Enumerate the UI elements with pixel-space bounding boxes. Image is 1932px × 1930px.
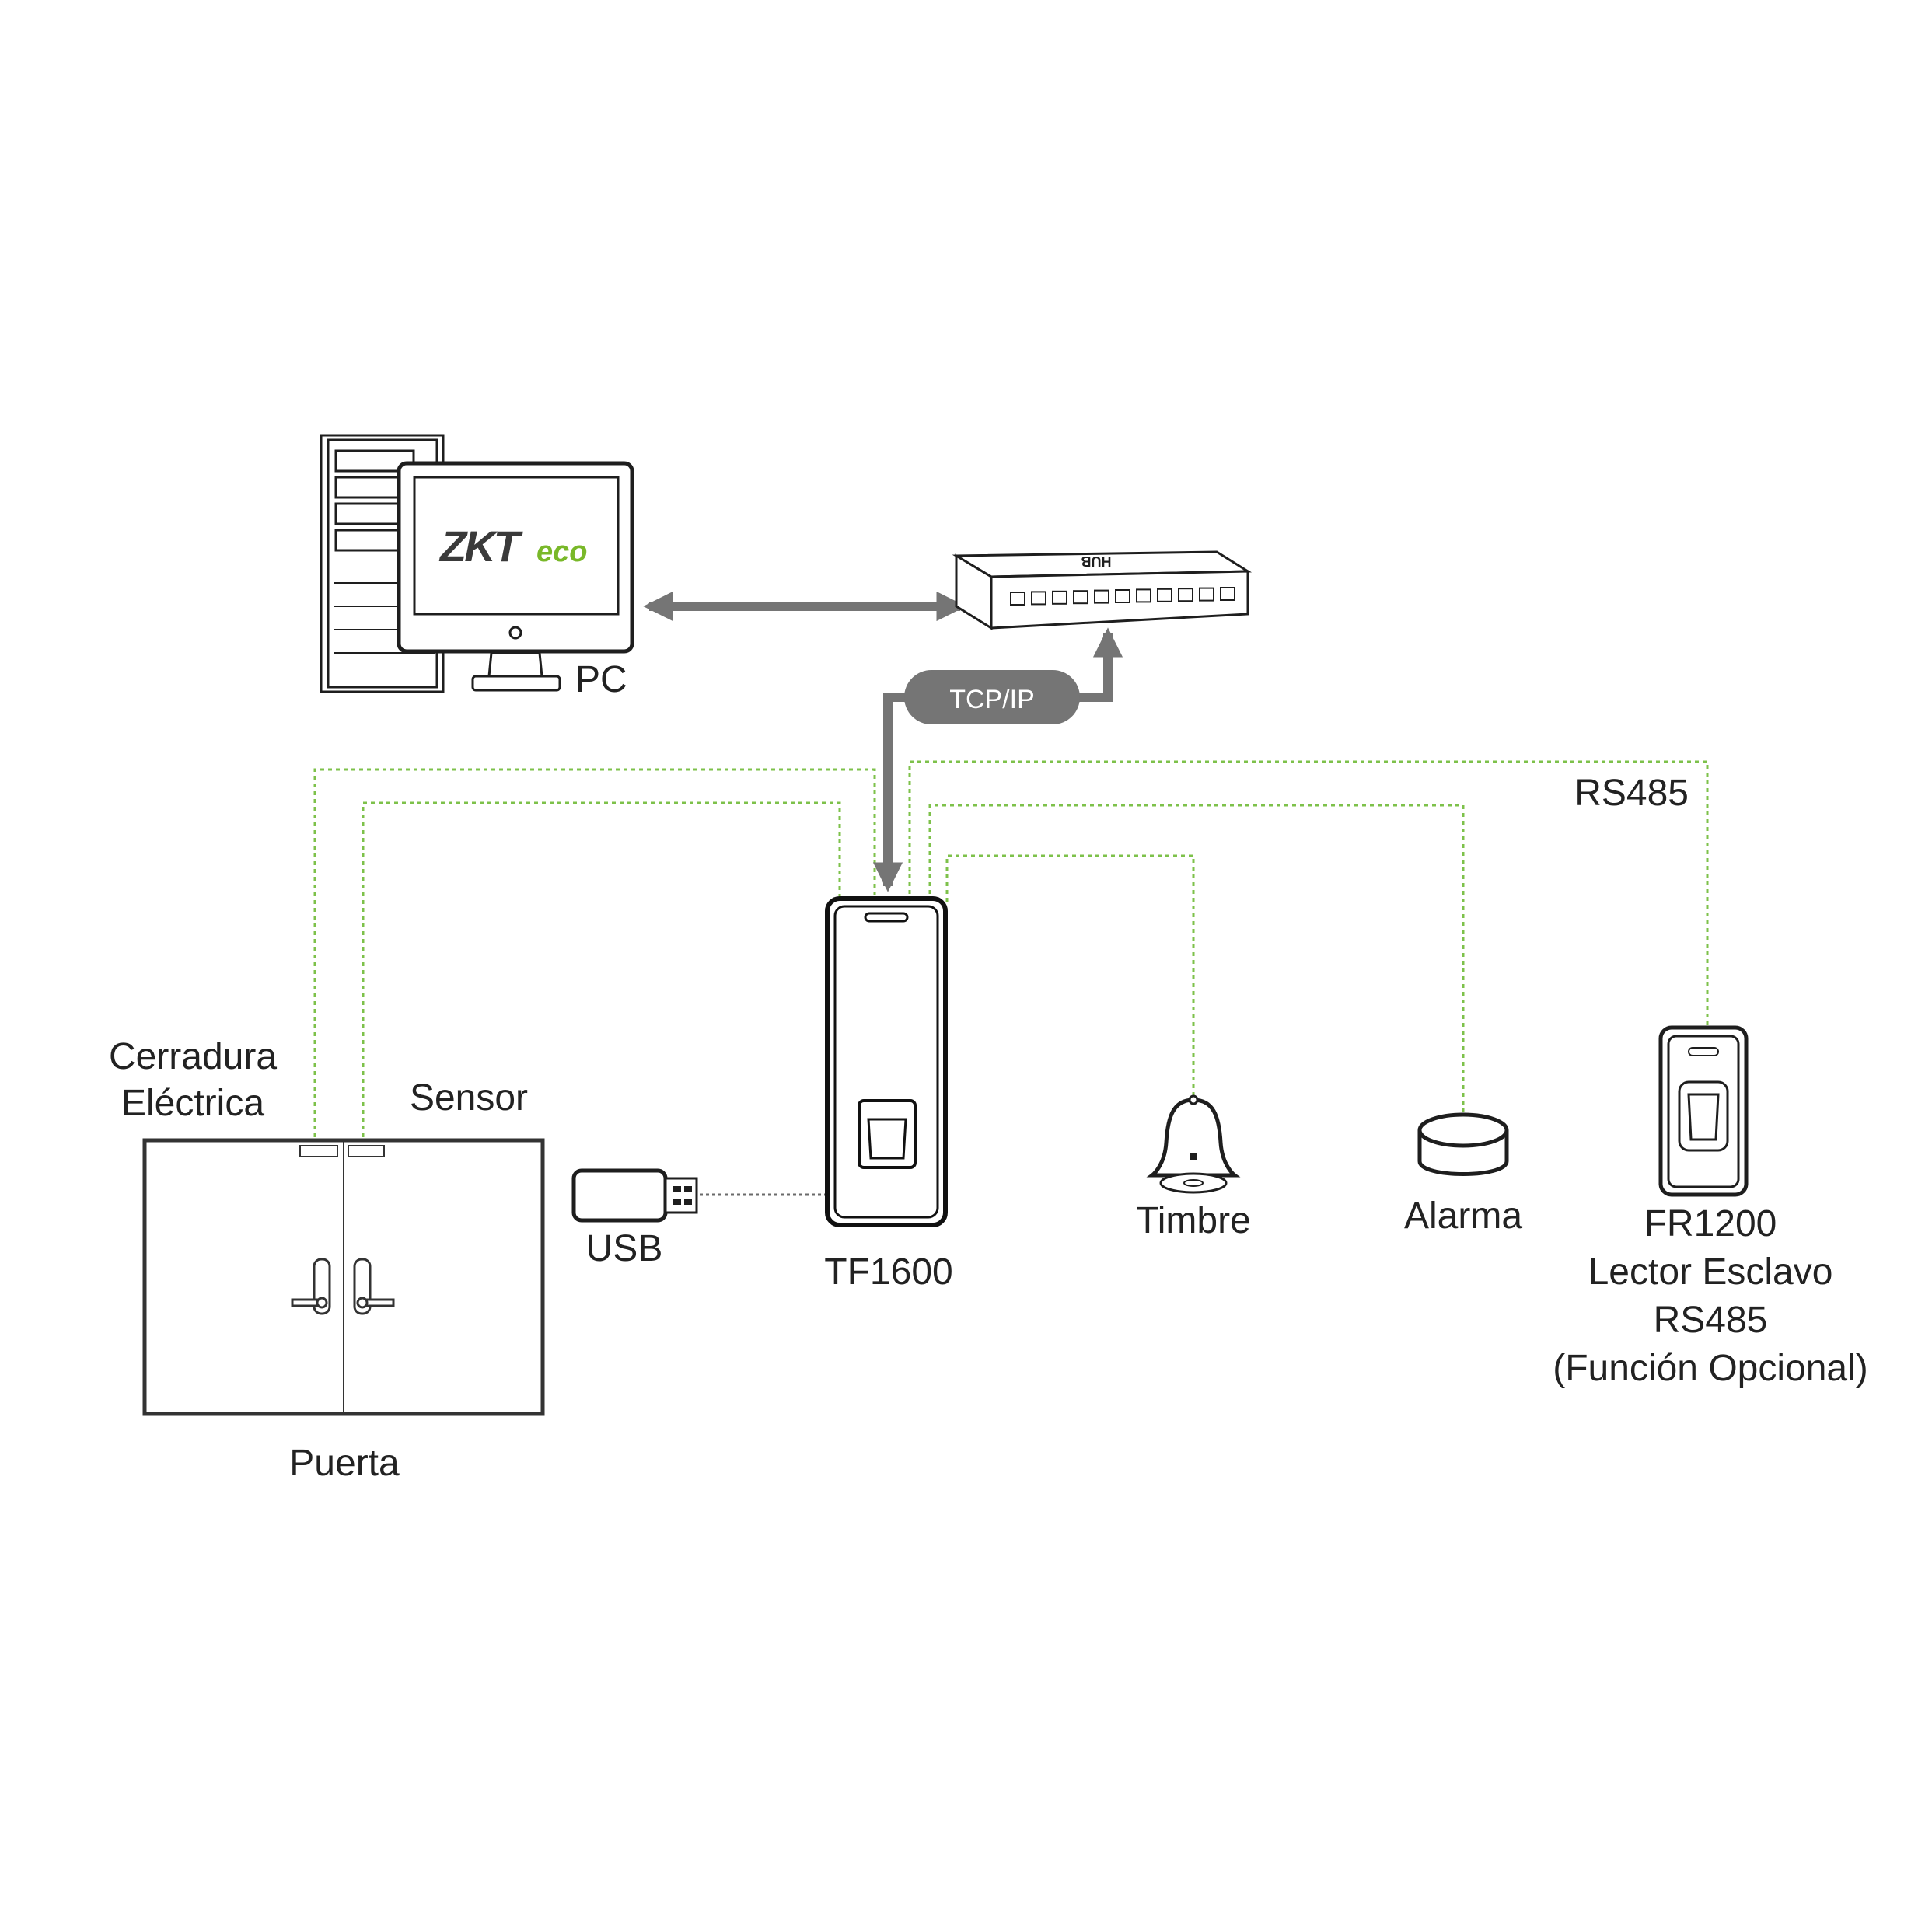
alarm: Alarma	[1404, 1112, 1522, 1237]
fr1200-label-line4: (Función Opcional)	[1553, 1348, 1868, 1389]
fingerprint-window	[858, 1099, 917, 1169]
lock-wire	[313, 768, 876, 1137]
bell-label: Timbre	[1136, 1200, 1251, 1241]
hub-port	[1136, 588, 1151, 603]
door-sensor	[348, 1145, 385, 1157]
fr1200-label-line2: Lector Esclavo	[1588, 1251, 1833, 1293]
alarm-wire	[928, 804, 1465, 1115]
hub-label: HUB	[1081, 553, 1112, 569]
pc-monitor	[397, 461, 634, 692]
door: Puerta	[142, 1138, 545, 1484]
door-handle-right	[353, 1258, 395, 1315]
hub-port	[1031, 591, 1046, 606]
hub-ports	[1010, 587, 1235, 606]
zkteco-logo-main: ZKT	[438, 522, 524, 571]
fr1200-label-line3: RS485	[1654, 1300, 1768, 1341]
tf1600-label: TF1600	[824, 1251, 952, 1293]
hub-port	[1073, 590, 1088, 605]
door-label: Puerta	[289, 1443, 400, 1484]
rs485-wire	[908, 760, 1709, 1034]
zkteco-logo-accent: eco	[536, 536, 587, 568]
lock-label-line1: Cerradura	[109, 1036, 277, 1077]
wiring	[313, 760, 1709, 1196]
status-led-bar	[864, 912, 909, 923]
network: TCP/IP	[643, 591, 1123, 892]
fr1200-slave-reader: FR1200 Lector Esclavo RS485 (Función Opc…	[1553, 1025, 1868, 1389]
bell: Timbre	[1136, 1094, 1251, 1241]
usb-stick: USB	[571, 1168, 698, 1269]
hub-port	[1094, 589, 1109, 604]
hub-port	[1220, 587, 1235, 601]
lock-label-line2: Eléctrica	[121, 1083, 264, 1124]
alarm-label: Alarma	[1404, 1195, 1522, 1237]
sensor-wire	[362, 801, 841, 1137]
electric-lock	[299, 1145, 338, 1157]
hub-port	[1199, 587, 1214, 602]
sensor-label: Sensor	[410, 1077, 528, 1119]
fr1200-label-line1: FR1200	[1644, 1203, 1777, 1244]
tcpip-to-hub-arrow	[1073, 627, 1123, 702]
rs485-label: RS485	[1574, 773, 1689, 814]
door-handle-left	[291, 1258, 331, 1315]
hub-port	[1157, 588, 1172, 602]
pc: ZKT eco PC	[320, 434, 634, 700]
usb-label: USB	[586, 1228, 663, 1269]
zkteco-logo: ZKT eco	[438, 522, 587, 571]
tf1600-device: TF1600	[824, 896, 953, 1293]
hub-port	[1010, 592, 1025, 606]
tcpip-label: TCP/IP	[949, 685, 1035, 714]
hub-port	[1178, 588, 1193, 602]
hub: HUB	[952, 550, 1252, 630]
bell-wire	[945, 854, 1195, 1104]
hub-port	[1115, 589, 1130, 603]
hub-port	[1052, 590, 1067, 605]
pc-label: PC	[575, 659, 627, 700]
tcpip-badge	[904, 670, 1080, 724]
